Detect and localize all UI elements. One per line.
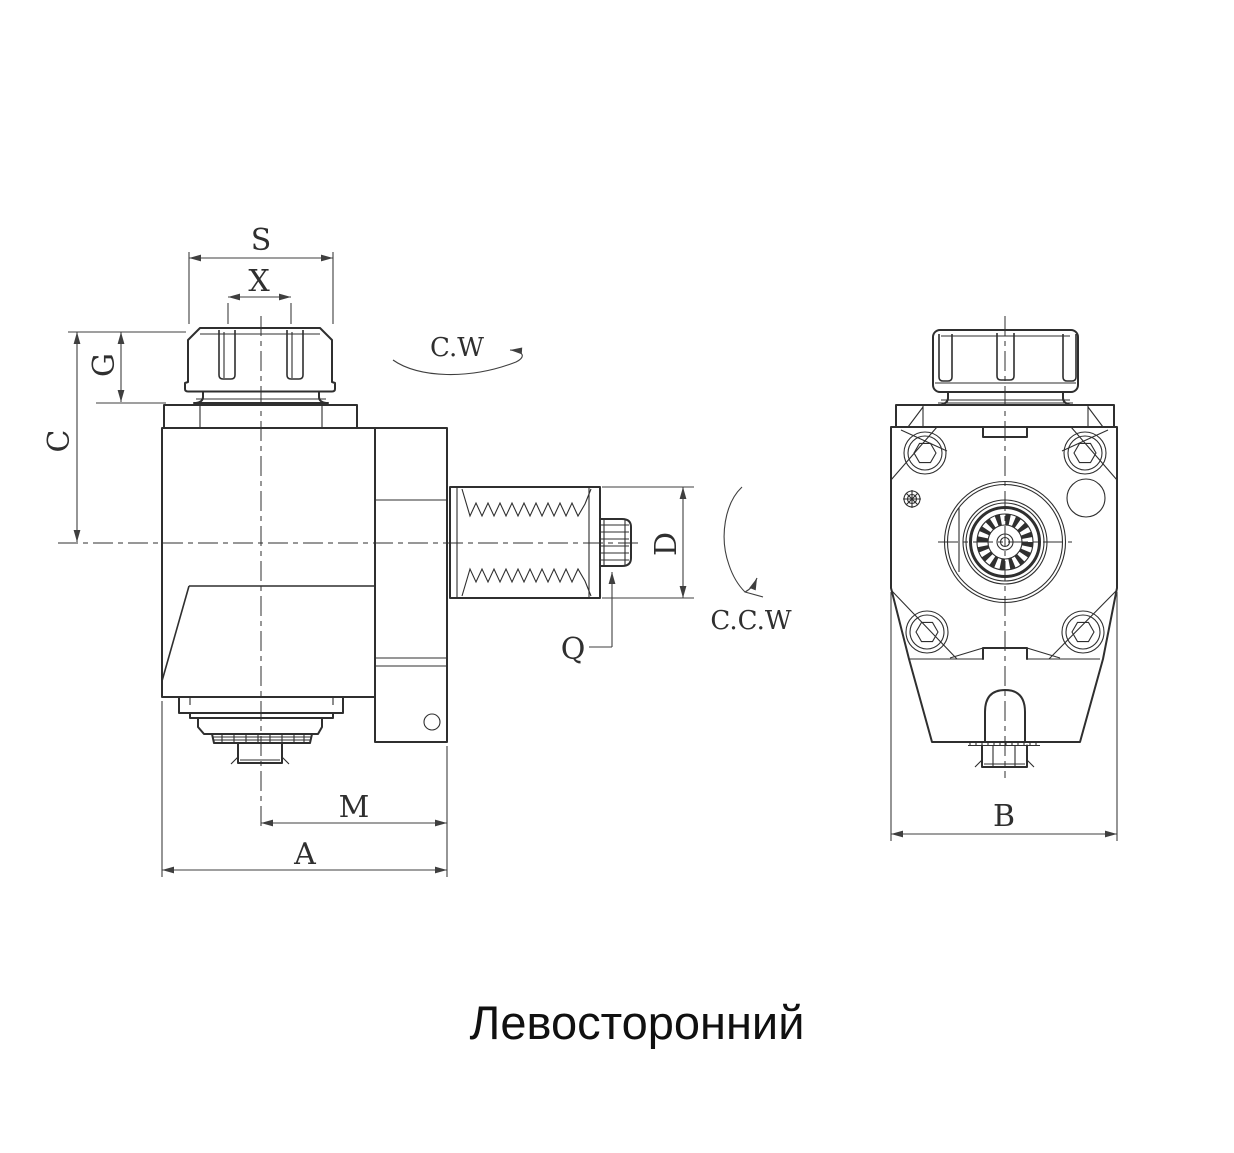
screw-bottom-right bbox=[1061, 610, 1105, 654]
body-side bbox=[161, 427, 376, 698]
dim-g-label: G bbox=[87, 353, 122, 377]
dimension-c: C bbox=[42, 332, 81, 542]
dimension-x: X bbox=[227, 264, 292, 324]
dim-x-label: X bbox=[248, 264, 270, 299]
ccw-rotation: C.C.W bbox=[710, 486, 792, 636]
nut-slot-left bbox=[218, 330, 236, 380]
dim-b-label: B bbox=[993, 799, 1015, 834]
dim-q-label: Q bbox=[561, 632, 586, 667]
centerlines-side bbox=[58, 316, 643, 830]
dimension-b: B bbox=[890, 592, 1118, 841]
caption: Левосторонний bbox=[469, 996, 805, 1049]
dimension-m: M bbox=[261, 746, 448, 877]
cw-arc-arrow bbox=[392, 347, 523, 376]
leader-q: Q bbox=[561, 572, 616, 667]
flange-plate-side bbox=[374, 427, 448, 743]
nut-slot-right bbox=[286, 330, 304, 380]
dim-d-label: D bbox=[649, 532, 684, 556]
dim-m-label: M bbox=[339, 790, 370, 825]
cw-rotation: C.W bbox=[392, 333, 523, 376]
set-screw bbox=[903, 490, 921, 508]
front-view: B bbox=[890, 316, 1118, 841]
screw-bottom-left bbox=[905, 610, 949, 654]
dim-s-label: S bbox=[251, 223, 272, 258]
dim-c-label: C bbox=[42, 430, 77, 453]
plate-hole bbox=[423, 713, 441, 731]
drive-tenon-side bbox=[230, 742, 290, 765]
dimension-s: S bbox=[188, 223, 334, 324]
dimension-a: A bbox=[161, 701, 447, 877]
screw-top-right bbox=[1063, 431, 1107, 475]
nose-front bbox=[968, 689, 1040, 768]
nut-front-slot-right bbox=[1062, 334, 1077, 382]
centerlines-front bbox=[938, 316, 1072, 778]
dimension-g: G bbox=[68, 331, 186, 404]
screw-top-left bbox=[903, 431, 947, 475]
cw-label: C.W bbox=[430, 333, 484, 363]
ccw-label: C.C.W bbox=[710, 606, 791, 636]
dim-a-label: A bbox=[293, 837, 316, 872]
nut-front-slot-left bbox=[938, 334, 953, 382]
dimension-d: D bbox=[602, 486, 694, 599]
dome-tab bbox=[984, 689, 1026, 743]
side-view: C.W C.C.W S X G C bbox=[42, 223, 792, 877]
collet-nut-side bbox=[184, 327, 336, 393]
side-hole bbox=[1066, 478, 1106, 518]
ccw-arc-arrow bbox=[723, 486, 758, 593]
